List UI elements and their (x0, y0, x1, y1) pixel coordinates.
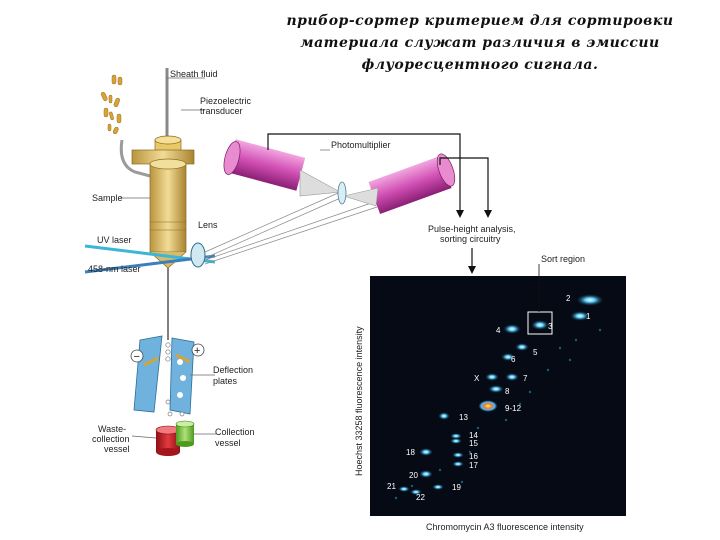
chromosome-cluster-spot (450, 438, 462, 444)
piezo-label-1: Piezoelectric (200, 96, 252, 106)
plot-speckle (439, 469, 441, 471)
chromosome-cluster-label: 9-12 (505, 404, 522, 413)
458-laser-label: 458-nm laser (88, 264, 141, 274)
chromosome-cluster-label: 15 (469, 439, 478, 448)
plot-speckle (461, 481, 463, 483)
uv-laser-label: UV laser (97, 235, 132, 245)
plot-speckle (559, 347, 561, 349)
dichroic-filter (338, 182, 346, 204)
photomultiplier-left (221, 139, 340, 196)
minus-sign: − (134, 351, 140, 363)
chromosome-cluster-label: 5 (533, 348, 538, 357)
collection-label-2: vessel (215, 438, 241, 448)
sample-cylinder (150, 159, 186, 268)
collection-label-1: Collection (215, 427, 255, 437)
chromosome-cluster-label: 19 (452, 483, 461, 492)
sort-region-label: Sort region (541, 254, 585, 264)
pha-label-2: sorting circuitry (440, 234, 501, 244)
chromosome-cluster-spot (419, 448, 433, 456)
chromosome-cluster-spot (485, 373, 499, 381)
photomultiplier-label: Photomultiplier (331, 140, 391, 150)
chromosome-cluster-spot (478, 400, 498, 412)
chromosome-cluster-label: 8 (505, 387, 510, 396)
plot-speckle (575, 339, 577, 341)
chromosomes-icon (100, 75, 122, 134)
chromosome-cluster-label: 21 (387, 482, 396, 491)
plot-speckle (569, 359, 571, 361)
lens-label: Lens (198, 220, 218, 230)
lens-icon (191, 243, 205, 267)
chromosome-cluster-label: 13 (459, 413, 468, 422)
chromosome-cluster-label: 20 (409, 471, 418, 480)
plot-speckle (505, 419, 507, 421)
piezo-label-2: transducer (200, 106, 243, 116)
waste-label-3: vessel (104, 444, 130, 454)
photomultiplier-right (344, 152, 458, 214)
plot-speckle (411, 485, 413, 487)
chromosome-cluster-label: 6 (511, 355, 516, 364)
chromosome-cluster-spot (438, 412, 450, 420)
sheath-fluid-label: Sheath fluid (170, 69, 218, 79)
waste-label-2: collection (92, 434, 130, 444)
chromosome-cluster-label: 4 (496, 326, 501, 335)
y-axis-label: Hoechst 33258 fluorescence intensity (354, 326, 364, 476)
plot-speckle (529, 391, 531, 393)
plus-sign: + (194, 345, 200, 357)
chromosome-cluster-spot (531, 320, 549, 330)
deflection-label-1: Deflection (213, 365, 253, 375)
chromosome-cluster-spot (432, 484, 444, 490)
chromosome-cluster-label: 22 (416, 493, 425, 502)
chromosome-cluster-label: 16 (469, 452, 478, 461)
chromosome-cluster-spot (505, 373, 519, 381)
plot-speckle (477, 427, 479, 429)
chromosome-cluster-spot (398, 486, 410, 492)
x-axis-label: Chromomycin A3 fluorescence intensity (426, 522, 584, 532)
chromosome-cluster-spot (452, 461, 464, 467)
chromosome-cluster-spot (576, 294, 604, 306)
droplets (166, 343, 170, 361)
chromosome-cluster-spot (452, 452, 464, 458)
plot-speckle (599, 329, 601, 331)
plot-speckle (547, 369, 549, 371)
collection-vessel (176, 421, 194, 447)
chromosome-cluster-label: 7 (523, 374, 528, 383)
plot-speckle (395, 497, 397, 499)
chromosome-cluster-label: 18 (406, 448, 415, 457)
chromosome-cluster-label: 1 (586, 312, 591, 321)
chromosome-cluster-label: 2 (566, 294, 571, 303)
sample-label: Sample (92, 193, 123, 203)
chromosome-cluster-label: X (474, 374, 480, 383)
light-paths (205, 190, 380, 264)
pha-label-1: Pulse-height analysis, (428, 224, 516, 234)
waste-label-1: Waste- (98, 424, 126, 434)
chromosome-cluster-spot (515, 343, 529, 351)
deflection-plates (134, 336, 194, 414)
chromosome-cluster-spot (503, 324, 521, 334)
chromosome-cluster-spot (419, 470, 433, 478)
chromosome-cluster-label: 17 (469, 461, 478, 470)
chromosome-cluster-spot (488, 385, 504, 393)
deflection-label-2: plates (213, 376, 238, 386)
